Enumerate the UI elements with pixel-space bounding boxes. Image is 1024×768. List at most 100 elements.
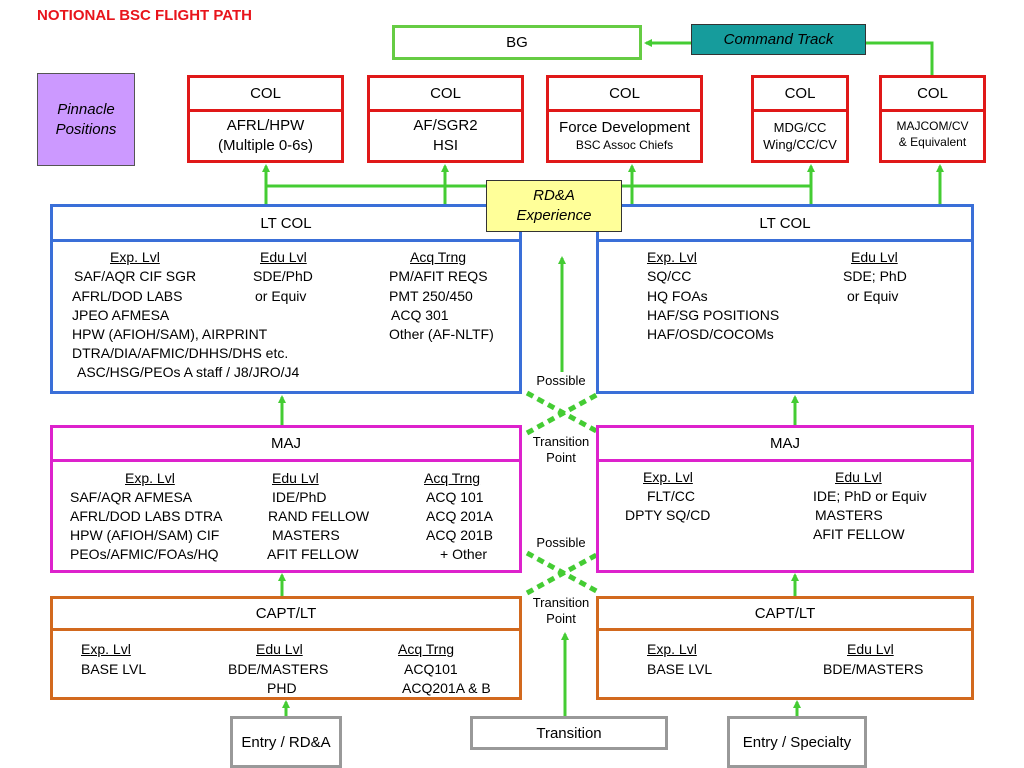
capt-left-panel: CAPT/LT Exp. Lvl Edu Lvl Acq Trng BASE L…	[50, 596, 522, 700]
acq-trng-heading: Acq Trng	[424, 470, 481, 486]
edu-item: or Equiv	[847, 288, 899, 304]
acq-trng-heading: Acq Trng	[410, 249, 467, 265]
transition-point-label-lower: Transition Point	[527, 595, 595, 627]
maj-right-panel: MAJ Exp. Lvl Edu Lvl FLT/CC DPTY SQ/CD I…	[596, 425, 974, 573]
edu-item: MASTERS	[815, 507, 883, 523]
transition-line2: Point	[546, 611, 576, 626]
exp-lvl-heading: Exp. Lvl	[643, 469, 693, 485]
exp-item: ASC/HSG/PEOs A staff / J8/JRO/J4	[77, 364, 300, 380]
acq-item: Other (AF-NLTF)	[389, 326, 494, 342]
edu-lvl-heading: Edu Lvl	[847, 641, 894, 657]
dotted-cross-lower-b	[525, 550, 602, 596]
exp-item: SAF/AQR CIF SGR	[74, 268, 197, 284]
pinnacle-line1: Pinnacle	[57, 100, 115, 118]
capt-right-panel: CAPT/LT Exp. Lvl Edu Lvl BASE LVL BDE/MA…	[596, 596, 974, 700]
exp-item: JPEO AFMESA	[72, 307, 170, 323]
ltcol-right-panel: LT COL Exp. Lvl Edu Lvl SQ/CC HQ FOAs HA…	[596, 204, 974, 394]
col-box-majcom: COL MAJCOM/CV & Equivalent	[879, 75, 986, 163]
possible-label-lower: Possible	[536, 535, 586, 550]
dotted-cross-upper-b	[525, 390, 602, 436]
exp-item: HAF/OSD/COCOMs	[647, 326, 774, 342]
col-line2: BSC Assoc Chiefs	[575, 138, 674, 152]
possible-label-upper: Possible	[536, 373, 586, 388]
transition-box: Transition	[470, 716, 668, 750]
col-header: COL	[549, 78, 700, 112]
col-line2: HSI	[432, 137, 458, 154]
exp-item: HAF/SG POSITIONS	[647, 307, 780, 323]
maj-header: MAJ	[599, 428, 971, 462]
col-line1: AF/SGR2	[413, 117, 478, 134]
exp-item: BASE LVL	[81, 661, 147, 677]
edu-item: or Equiv	[255, 288, 307, 304]
edu-item: BDE/MASTERS	[228, 661, 329, 677]
exp-item: HQ FOAs	[647, 288, 708, 304]
edu-lvl-heading: Edu Lvl	[835, 469, 882, 485]
edu-item: RAND FELLOW	[268, 508, 370, 524]
acq-item: ACQ101	[404, 661, 458, 677]
rda-line1: RD&A	[533, 187, 575, 204]
col-box-afsgr2: COL AF/SGR2 HSI	[367, 75, 524, 163]
exp-item: DPTY SQ/CD	[625, 507, 711, 523]
entry-specialty-box: Entry / Specialty	[727, 716, 867, 768]
col-header: COL	[882, 78, 983, 112]
rda-line2: Experience	[516, 207, 592, 224]
acq-item: PM/AFIT REQS	[389, 268, 488, 284]
exp-item: SAF/AQR AFMESA	[70, 489, 193, 505]
exp-item: HPW (AFIOH/SAM), AIRPRINT	[72, 326, 268, 342]
edu-item: SDE; PhD	[843, 268, 907, 284]
acq-item: ACQ 101	[426, 489, 484, 505]
acq-item: PMT 250/450	[389, 288, 473, 304]
col-line2: (Multiple 0-6s)	[217, 137, 314, 154]
capt-header: CAPT/LT	[599, 599, 971, 631]
col-line1: MDG/CC	[773, 120, 827, 135]
col-line2: Wing/CC/CV	[763, 137, 837, 152]
acq-trng-heading: Acq Trng	[398, 641, 455, 657]
edu-lvl-heading: Edu Lvl	[256, 641, 303, 657]
exp-lvl-heading: Exp. Lvl	[647, 641, 697, 657]
acq-item: ACQ201A & B	[402, 680, 491, 696]
transition-line1: Transition	[532, 434, 590, 449]
edu-lvl-heading: Edu Lvl	[272, 470, 319, 486]
ltcol-header: LT COL	[53, 207, 519, 242]
exp-item: SQ/CC	[647, 268, 692, 284]
edu-lvl-heading: Edu Lvl	[851, 249, 898, 265]
acq-item: ACQ 301	[391, 307, 449, 323]
exp-lvl-heading: Exp. Lvl	[647, 249, 697, 265]
exp-item: PEOs/AFMIC/FOAs/HQ	[70, 546, 219, 562]
edu-item: MASTERS	[272, 527, 340, 543]
acq-item: ACQ 201B	[426, 527, 493, 543]
ltcol-left-panel: LT COL Exp. Lvl Edu Lvl Acq Trng SAF/AQR…	[50, 204, 522, 394]
edu-item: BDE/MASTERS	[823, 661, 924, 677]
col-header: COL	[370, 78, 521, 112]
edu-item: AFIT FELLOW	[813, 526, 905, 542]
col-line1: AFRL/HPW	[226, 117, 305, 134]
acq-item: + Other	[440, 546, 488, 562]
col-header: COL	[754, 78, 846, 112]
exp-item: BASE LVL	[647, 661, 713, 677]
pinnacle-line2: Positions	[55, 120, 117, 138]
col-box-mdg: COL MDG/CC Wing/CC/CV	[751, 75, 849, 163]
page-title: NOTIONAL BSC FLIGHT PATH	[37, 7, 252, 24]
col-line2: & Equivalent	[898, 135, 967, 149]
ltcol-header: LT COL	[599, 207, 971, 242]
edu-item: IDE; PhD or Equiv	[813, 488, 927, 504]
exp-item: FLT/CC	[647, 488, 695, 504]
capt-header: CAPT/LT	[53, 599, 519, 631]
edu-item: AFIT FELLOW	[267, 546, 359, 562]
maj-header: MAJ	[53, 428, 519, 462]
col-line1: Force Development	[559, 119, 690, 136]
exp-lvl-heading: Exp. Lvl	[81, 641, 131, 657]
edu-item: PHD	[267, 680, 297, 696]
maj-left-panel: MAJ Exp. Lvl Edu Lvl Acq Trng SAF/AQR AF…	[50, 425, 522, 573]
exp-item: AFRL/DOD LABS DTRA	[70, 508, 223, 524]
bg-box: BG	[392, 25, 642, 60]
transition-point-label-upper: Transition Point	[527, 434, 595, 466]
exp-item: AFRL/DOD LABS	[72, 288, 183, 304]
entry-rda-box: Entry / RD&A	[230, 716, 342, 768]
col-line1: MAJCOM/CV	[896, 119, 969, 133]
command-track-box: Command Track	[691, 24, 866, 55]
col-box-afrl: COL AFRL/HPW (Multiple 0-6s)	[187, 75, 344, 163]
exp-item: DTRA/DIA/AFMIC/DHHS/DHS etc.	[72, 345, 289, 361]
col-header: COL	[190, 78, 341, 112]
